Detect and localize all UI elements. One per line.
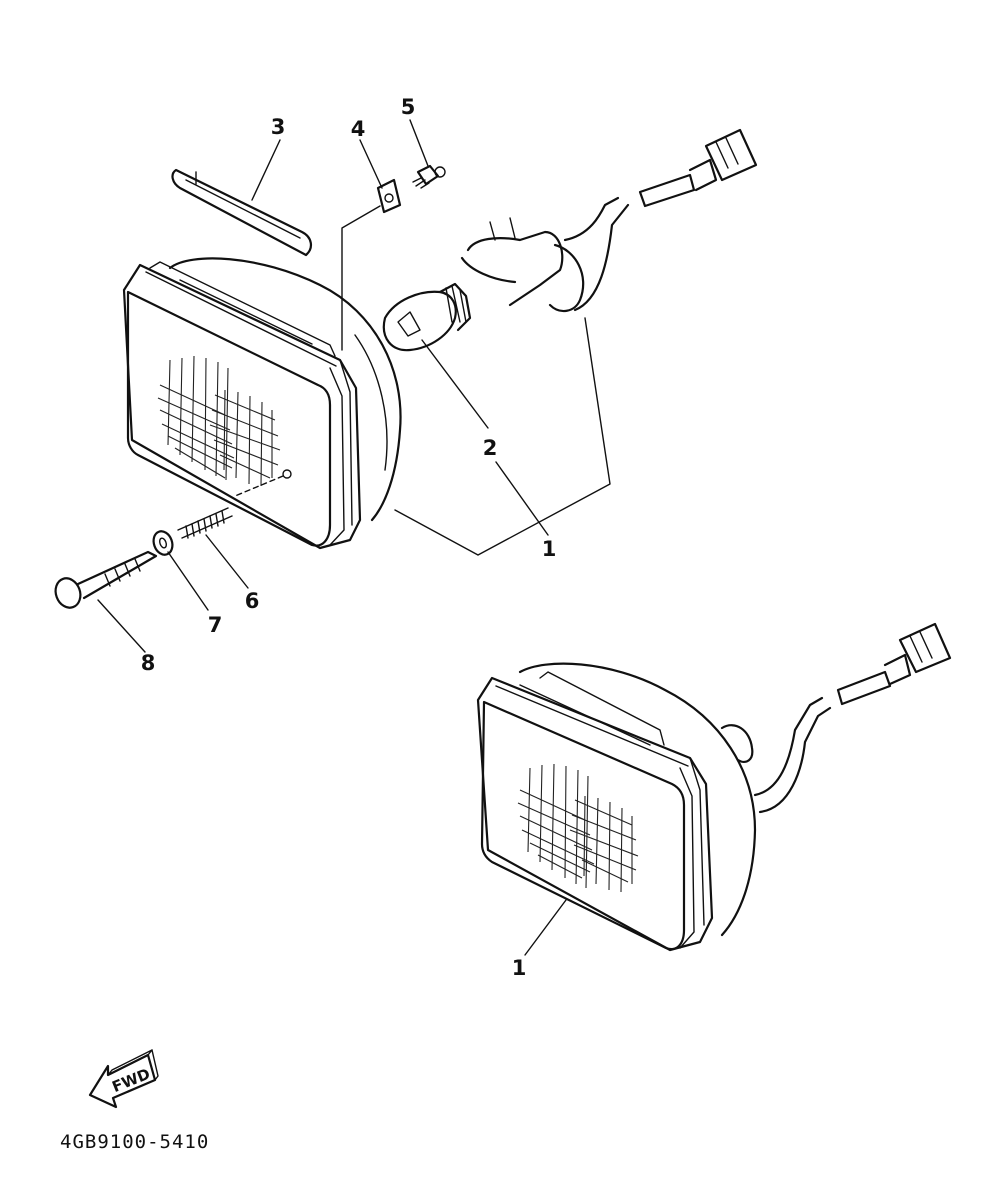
part-3-bracket <box>171 168 312 257</box>
callout-5: 5 <box>401 95 416 119</box>
part-7-washer <box>152 530 174 556</box>
callout-8: 8 <box>141 651 156 675</box>
part-4-plate <box>376 178 402 214</box>
part-8-bolt <box>54 550 158 609</box>
diagram-code: 4GB9100-5410 <box>60 1131 209 1153</box>
headlight-upper <box>122 257 402 550</box>
headlight-lower <box>476 662 757 952</box>
part-2-bulb <box>382 282 472 352</box>
callout-6: 6 <box>245 589 260 613</box>
lens-pattern-upper <box>157 355 281 487</box>
callout-1-lower: 1 <box>512 956 527 980</box>
leader-lines <box>97 119 611 956</box>
part-6-spring <box>177 507 233 539</box>
callout-1-upper: 1 <box>542 537 557 561</box>
callout-3: 3 <box>271 115 286 139</box>
callout-labels: 3 4 5 2 1 6 7 8 1 <box>141 95 557 980</box>
callout-2: 2 <box>483 436 498 460</box>
socket-wiring-upper <box>460 128 758 313</box>
callout-7: 7 <box>208 613 223 637</box>
wiring-lower <box>753 622 952 814</box>
lens-pattern-lower <box>517 763 639 893</box>
fwd-arrow: FWD <box>88 1049 159 1109</box>
part-5-screw <box>412 164 446 189</box>
callout-4: 4 <box>351 117 366 141</box>
